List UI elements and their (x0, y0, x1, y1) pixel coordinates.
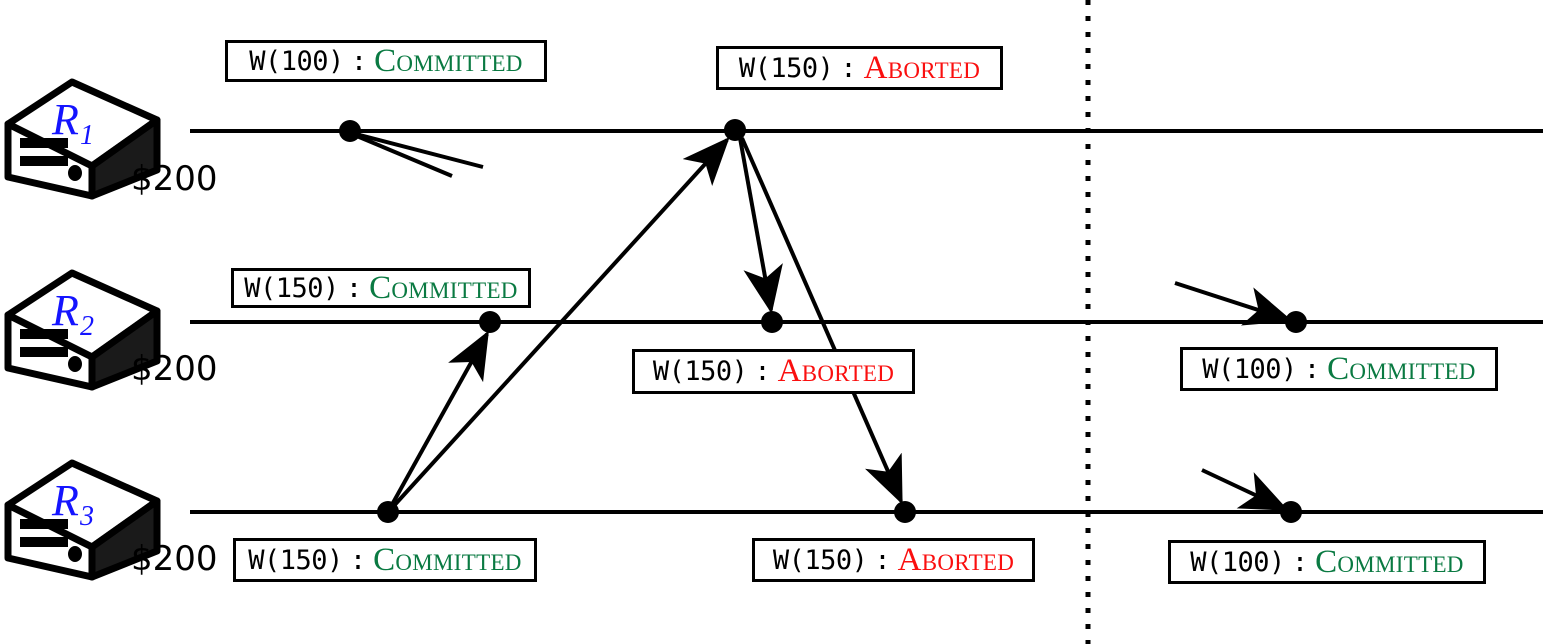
message-r3-to-r1 (389, 137, 730, 511)
status-label-r2-w150-aborted: W(150) : Aborted (632, 349, 915, 394)
status-label-r3-w100: W(100) : Committed (1168, 540, 1486, 584)
event-dot (479, 311, 501, 333)
status-text: Committed (1315, 543, 1464, 580)
separator: : (1303, 353, 1321, 385)
op-text: W(100) (1190, 546, 1285, 578)
event-dot (377, 501, 399, 523)
server-icon-r2: R 2 (0, 263, 165, 393)
status-label-r3-w150-committed: W(150) : Committed (233, 538, 537, 582)
message-r1-to-r3 (740, 137, 903, 505)
server-icon-r1: R 1 (0, 72, 165, 202)
separator: : (345, 272, 363, 304)
separator: : (349, 544, 367, 576)
separator: : (1291, 546, 1309, 578)
balance-r2: $200 (131, 349, 218, 389)
status-label-r2-w100: W(100) : Committed (1180, 347, 1498, 391)
separator: : (840, 52, 857, 84)
status-text: Committed (1327, 350, 1476, 387)
message-incoming-r3 (1201, 468, 1289, 511)
separator: : (350, 45, 368, 77)
status-label-r1-w150: W(150) : Aborted (716, 46, 1003, 90)
message-r3-to-r2 (387, 330, 489, 511)
message-incoming-r2 (1174, 281, 1293, 326)
separator: : (874, 544, 891, 576)
op-text: W(100) (249, 45, 344, 77)
event-dot (724, 119, 746, 141)
broken-message-r1-a (351, 131, 484, 169)
message-r1-to-r2 (738, 137, 783, 314)
status-text: Committed (373, 541, 522, 578)
server-label-r2: R (51, 286, 79, 335)
status-text: Aborted (897, 541, 1015, 578)
status-label-r1-w100: W(100) : Committed (225, 40, 547, 82)
server-label-r1: R (51, 95, 79, 144)
event-dot (1285, 311, 1307, 333)
separator: : (754, 356, 771, 387)
op-text: W(150) (738, 52, 834, 84)
balance-r3: $200 (131, 539, 218, 579)
broken-message-r1-b (351, 132, 453, 178)
op-text: W(150) (248, 544, 343, 576)
op-text: W(150) (772, 544, 868, 576)
server-icon-r3: R 3 (0, 453, 165, 583)
event-dot (339, 120, 361, 142)
status-text: Committed (369, 269, 518, 306)
op-text: W(150) (652, 356, 748, 387)
server-label-r2-sub: 2 (80, 311, 94, 342)
status-text: Aborted (777, 353, 895, 389)
status-text: Aborted (863, 49, 981, 86)
balance-r1: $200 (131, 159, 218, 199)
op-text: W(150) (244, 272, 339, 304)
server-label-r3: R (51, 476, 79, 525)
event-dot (1280, 501, 1302, 523)
status-text: Committed (374, 42, 523, 79)
status-label-r2-w150-committed: W(150) : Committed (231, 268, 531, 308)
op-text: W(100) (1202, 353, 1297, 385)
server-label-r3-sub: 3 (79, 501, 94, 532)
event-dot (894, 501, 916, 523)
server-label-r1-sub: 1 (80, 120, 94, 151)
status-label-r3-w150-aborted: W(150) : Aborted (752, 538, 1035, 582)
event-dot (761, 311, 783, 333)
